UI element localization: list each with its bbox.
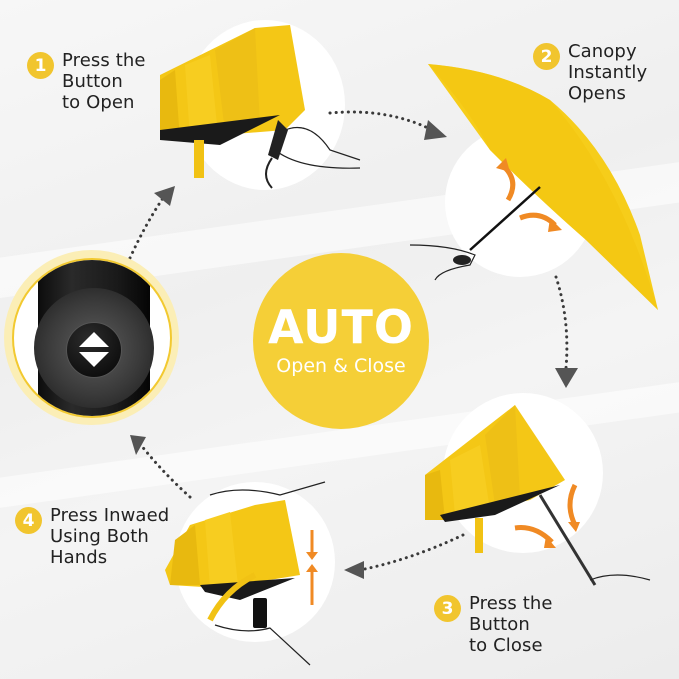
auto-subtitle: Open & Close bbox=[276, 355, 406, 377]
flow-arrowhead bbox=[344, 561, 364, 579]
step-3: 3 Press the Button to Close bbox=[434, 593, 553, 656]
scene-3-closing-umbrella-illustration bbox=[425, 405, 651, 586]
up-down-triangle-icon bbox=[78, 331, 109, 367]
step-2-text: Canopy Instantly Opens bbox=[568, 41, 648, 104]
flow-arrowhead bbox=[130, 435, 146, 455]
step-3-text: Press the Button to Close bbox=[469, 593, 553, 656]
step-4-text: Press Inwaed Using Both Hands bbox=[50, 505, 170, 568]
step-4: 4 Press Inwaed Using Both Hands bbox=[15, 505, 169, 568]
step-number-badge: 3 bbox=[434, 595, 461, 622]
step-2: 2 Canopy Instantly Opens bbox=[533, 41, 647, 104]
step-1: 1 Press the Button to Open bbox=[27, 50, 146, 113]
closeup-frame bbox=[11, 257, 172, 418]
auto-open-close-badge: AUTO Open & Close bbox=[253, 253, 429, 429]
scene-4-compress-umbrella-illustration bbox=[165, 481, 326, 666]
flow-arrowhead bbox=[424, 120, 447, 140]
scene-1-folded-umbrella-illustration bbox=[160, 25, 361, 189]
step-number-badge: 4 bbox=[15, 507, 42, 534]
step-number-badge: 2 bbox=[533, 43, 560, 70]
auto-button-closeup bbox=[4, 250, 179, 425]
flow-arrowhead bbox=[555, 368, 578, 388]
button-face bbox=[65, 321, 122, 378]
flow-arrowhead bbox=[154, 186, 175, 206]
scene-2-open-umbrella-illustration bbox=[409, 64, 658, 310]
auto-title: AUTO bbox=[267, 300, 415, 354]
step-1-text: Press the Button to Open bbox=[62, 50, 146, 113]
step-number-badge: 1 bbox=[27, 52, 54, 79]
